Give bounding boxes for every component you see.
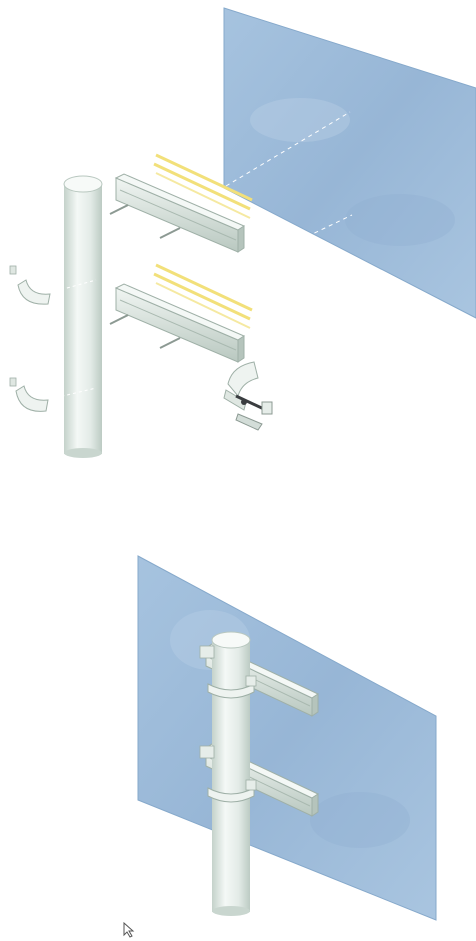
pole-exploded (64, 176, 102, 458)
rail-bolt (160, 228, 180, 238)
sign-texture (310, 792, 410, 848)
sign-panel-assembled (138, 556, 436, 920)
rail-bolt (160, 338, 180, 348)
rail-bolt (110, 315, 128, 324)
pipe-clamp-upper (10, 266, 50, 304)
clamp-bracket-with-bolt (224, 362, 272, 430)
rail-end-cap (200, 646, 214, 658)
pipe-clamp-lower (10, 378, 48, 411)
rail-bolt (110, 205, 128, 214)
sign-panel-exploded (224, 8, 476, 318)
exploded-view (10, 8, 476, 458)
mouse-pointer-icon (123, 922, 137, 938)
pole-assembled (212, 632, 250, 916)
sign-texture (250, 98, 350, 142)
sign-texture (345, 194, 455, 246)
rail-end-cap (200, 746, 214, 758)
tape-strip (156, 265, 252, 310)
assembled-view (138, 556, 436, 920)
